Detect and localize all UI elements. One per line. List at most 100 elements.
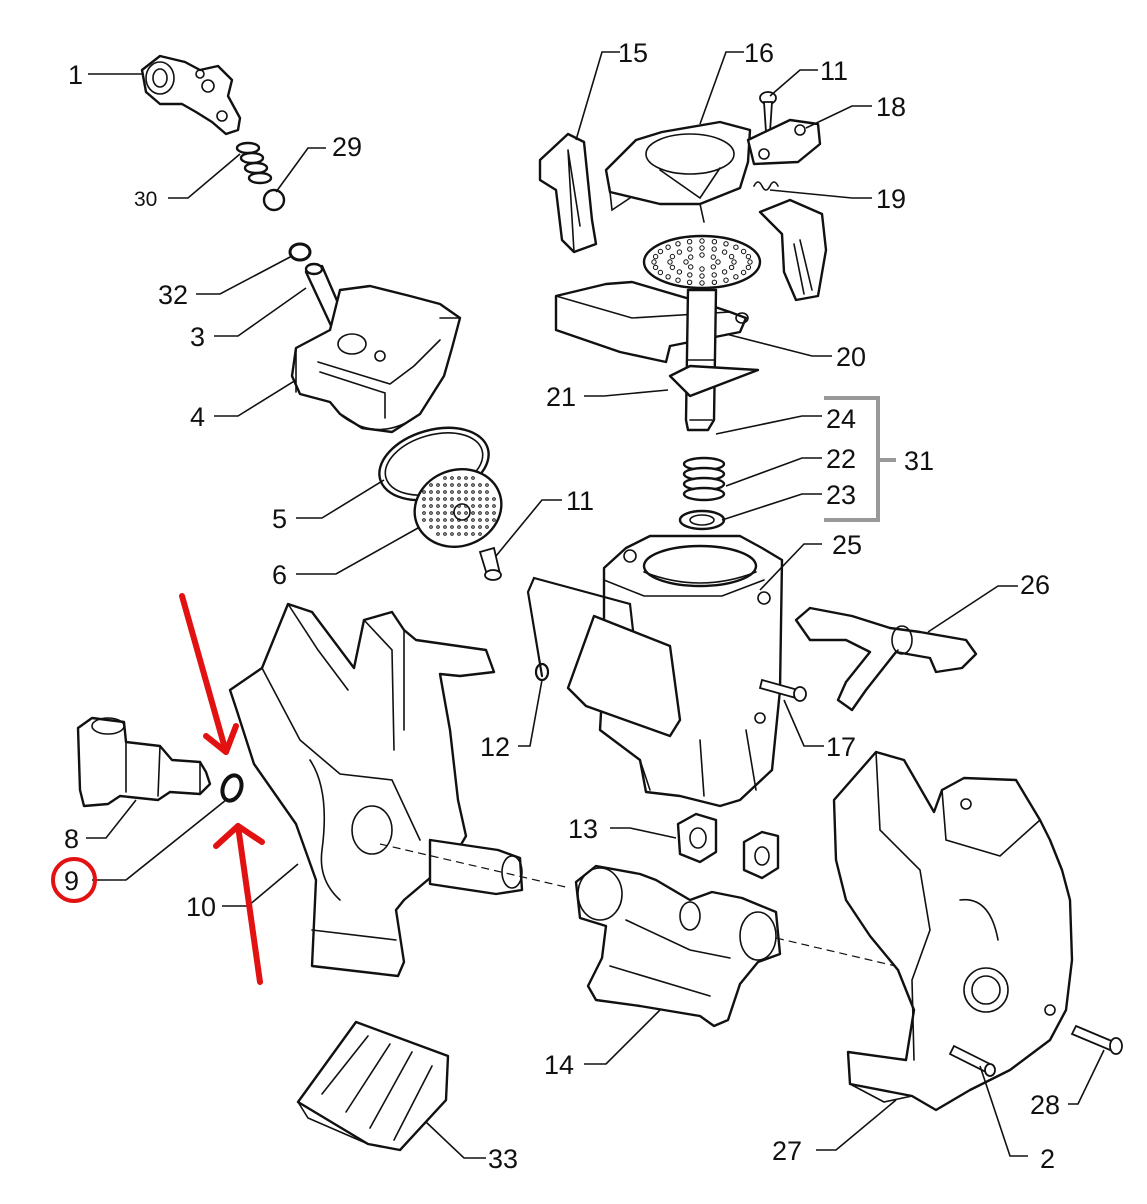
perforation-hole — [669, 253, 676, 260]
callout-3: 3 — [190, 322, 205, 352]
alignment-axis-right — [775, 937, 905, 969]
callout-12: 12 — [480, 732, 510, 762]
callout-33: 33 — [488, 1144, 518, 1174]
filter-mesh-hole — [429, 497, 433, 501]
red-arrow-up — [235, 823, 263, 985]
callout-6: 6 — [272, 560, 287, 590]
filter-mesh-hole — [443, 518, 447, 522]
callout-8: 8 — [64, 824, 79, 854]
filter-mesh-hole — [464, 497, 468, 501]
part-32-o-ring — [288, 242, 312, 262]
part-26-lever — [794, 606, 978, 712]
perforation-hole — [745, 264, 752, 271]
filter-mesh-hole — [492, 511, 496, 515]
perforation-hole — [652, 253, 659, 260]
filter-mesh-hole — [471, 476, 475, 480]
filter-mesh-hole — [478, 525, 482, 529]
part-6-filter-disc — [413, 468, 503, 548]
filter-mesh-hole — [429, 518, 433, 522]
callout-22: 22 — [826, 444, 856, 474]
filter-mesh-hole — [457, 497, 461, 501]
perforation-hole — [669, 264, 676, 271]
filter-mesh-hole — [443, 483, 447, 487]
perforation-hole — [675, 241, 681, 247]
callout-32: 32 — [158, 280, 188, 310]
filter-mesh-hole — [450, 518, 454, 522]
filter-mesh-hole — [436, 497, 440, 501]
part-10-left-frame — [228, 602, 524, 978]
filter-mesh-hole — [478, 532, 482, 536]
filter-mesh-hole — [443, 532, 447, 536]
part-27-right-frame — [832, 750, 1074, 1112]
filter-mesh-hole — [485, 504, 489, 508]
perforation-hole — [665, 274, 671, 280]
filter-mesh-hole — [471, 532, 475, 536]
filter-mesh-hole — [436, 525, 440, 529]
callout-11-left: 11 — [566, 486, 594, 516]
filter-mesh-hole — [450, 525, 454, 529]
callout-14: 14 — [544, 1050, 574, 1080]
part-25-brew-chamber — [598, 534, 784, 808]
filter-mesh-hole — [478, 504, 482, 508]
perforation-hole — [687, 246, 693, 252]
perforation-hole — [731, 259, 737, 265]
perforation-hole — [721, 269, 728, 275]
perforation-hole — [652, 264, 659, 271]
filter-mesh-hole — [436, 483, 440, 487]
filter-mesh-hole — [422, 504, 426, 508]
filter-mesh-hole — [429, 504, 433, 508]
part-20-tray — [554, 280, 749, 364]
filter-mesh-hole — [443, 476, 447, 480]
part-15-guide — [538, 132, 598, 254]
perforation-hole — [740, 269, 747, 276]
filter-mesh-hole — [457, 532, 461, 536]
callout-10: 10 — [186, 892, 216, 922]
perforation-hole — [687, 272, 693, 278]
perforation-hole — [665, 244, 671, 250]
filter-mesh-hole — [485, 490, 489, 494]
perforation-hole — [711, 272, 717, 278]
part-1-valve-head — [140, 54, 242, 136]
perforation-hole — [740, 248, 747, 255]
perforation-hole — [699, 252, 705, 258]
part-4-upper-piston — [290, 284, 462, 434]
part-8-connector — [76, 716, 212, 808]
callout-17: 17 — [826, 732, 856, 762]
filter-mesh-hole — [478, 497, 482, 501]
filter-mesh-hole — [471, 525, 475, 529]
part-14-yoke — [574, 864, 782, 1028]
callout-11-top: 11 — [820, 56, 848, 86]
perforation-hole — [676, 269, 683, 275]
part-29-ball — [262, 188, 286, 212]
callout-30: 30 — [134, 188, 157, 211]
callout-24: 24 — [826, 404, 856, 434]
filter-mesh-hole — [422, 518, 426, 522]
callout-20: 20 — [836, 342, 866, 372]
part-21-shaft — [668, 288, 760, 432]
perforation-hole — [711, 279, 718, 285]
part-19-small-spring — [753, 181, 779, 191]
callout-26: 26 — [1020, 570, 1050, 600]
filter-mesh-hole — [471, 518, 475, 522]
filter-mesh-hole — [436, 490, 440, 494]
callout-2: 2 — [1040, 1144, 1055, 1174]
part-15b-lever-arm — [758, 198, 828, 302]
filter-mesh-hole — [443, 497, 447, 501]
filter-mesh-hole — [443, 525, 447, 529]
callout-5: 5 — [272, 504, 287, 534]
filter-mesh-hole — [478, 483, 482, 487]
filter-mesh-hole — [443, 504, 447, 508]
filter-mesh-hole — [429, 483, 433, 487]
filter-mesh-hole — [422, 497, 426, 501]
part-18-bracket — [746, 118, 822, 166]
filter-mesh-hole — [450, 476, 454, 480]
filter-mesh-hole — [436, 518, 440, 522]
filter-mesh-hole — [450, 483, 454, 487]
perforation-hole — [710, 254, 716, 260]
callout-31: 31 — [904, 446, 934, 476]
part-23-washer — [678, 509, 726, 531]
part-30-spring — [235, 141, 273, 185]
perforation-hole — [711, 239, 718, 245]
callout-16: 16 — [744, 38, 774, 68]
filter-mesh-hole — [443, 490, 447, 494]
